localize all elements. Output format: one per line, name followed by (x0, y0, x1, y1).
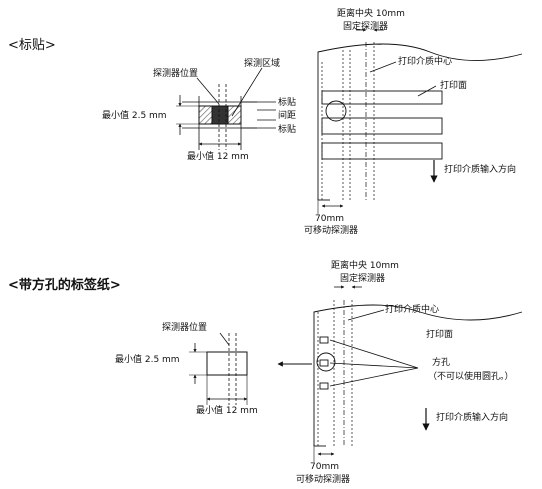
label-bottom-text: 标贴 (278, 123, 296, 135)
hole-note-label: （不可以使用圆孔。） (428, 370, 514, 382)
media-center-label-1: 打印介质中心 (398, 55, 452, 67)
center-10mm-label-1: 距离中央 10mm (337, 7, 405, 19)
square-hole-label: 方孔 (432, 356, 450, 368)
fixed-detector-label-1: 固定探测器 (343, 20, 388, 32)
min-12mm-label-2: 最小值 12 mm (196, 404, 258, 416)
min-12mm-label-1: 最小值 12 mm (187, 150, 249, 162)
label-detector-diagram (176, 67, 276, 150)
media-center-label-2: 打印介质中心 (385, 303, 439, 315)
label-media-diagram (317, 28, 523, 214)
detector-position-label-2: 探测器位置 (162, 321, 207, 333)
section2-heading: <带方孔的标签纸> (8, 277, 121, 293)
gap-text: 间距 (278, 109, 296, 121)
section1-heading: <标贴> (8, 38, 56, 53)
hole-detector-diagram (189, 332, 248, 405)
print-surface-label-2: 打印面 (426, 328, 453, 340)
feed-direction-label-2: 打印介质输入方向 (436, 411, 508, 423)
min-25mm-label-2: 最小值 2.5 mm (115, 353, 180, 365)
dist-70mm-label-1: 70mm (315, 214, 344, 224)
print-surface-label-1: 打印面 (440, 79, 467, 91)
center-10mm-label-2: 距离中央 10mm (331, 259, 399, 271)
movable-detector-label-1: 可移动探测器 (304, 224, 358, 236)
fixed-detector-label-2: 固定探测器 (340, 272, 385, 284)
label-top-text: 标贴 (278, 96, 296, 108)
hole-media-diagram (277, 285, 523, 462)
detector-position-label: 探测器位置 (153, 67, 198, 79)
min-25mm-label-1: 最小值 2.5 mm (102, 109, 167, 121)
movable-detector-label-2: 可移动探测器 (296, 473, 350, 485)
detection-area-label: 探测区域 (244, 57, 280, 69)
dist-70mm-label-2: 70mm (310, 462, 339, 472)
feed-direction-label-1: 打印介质输入方向 (444, 163, 516, 175)
